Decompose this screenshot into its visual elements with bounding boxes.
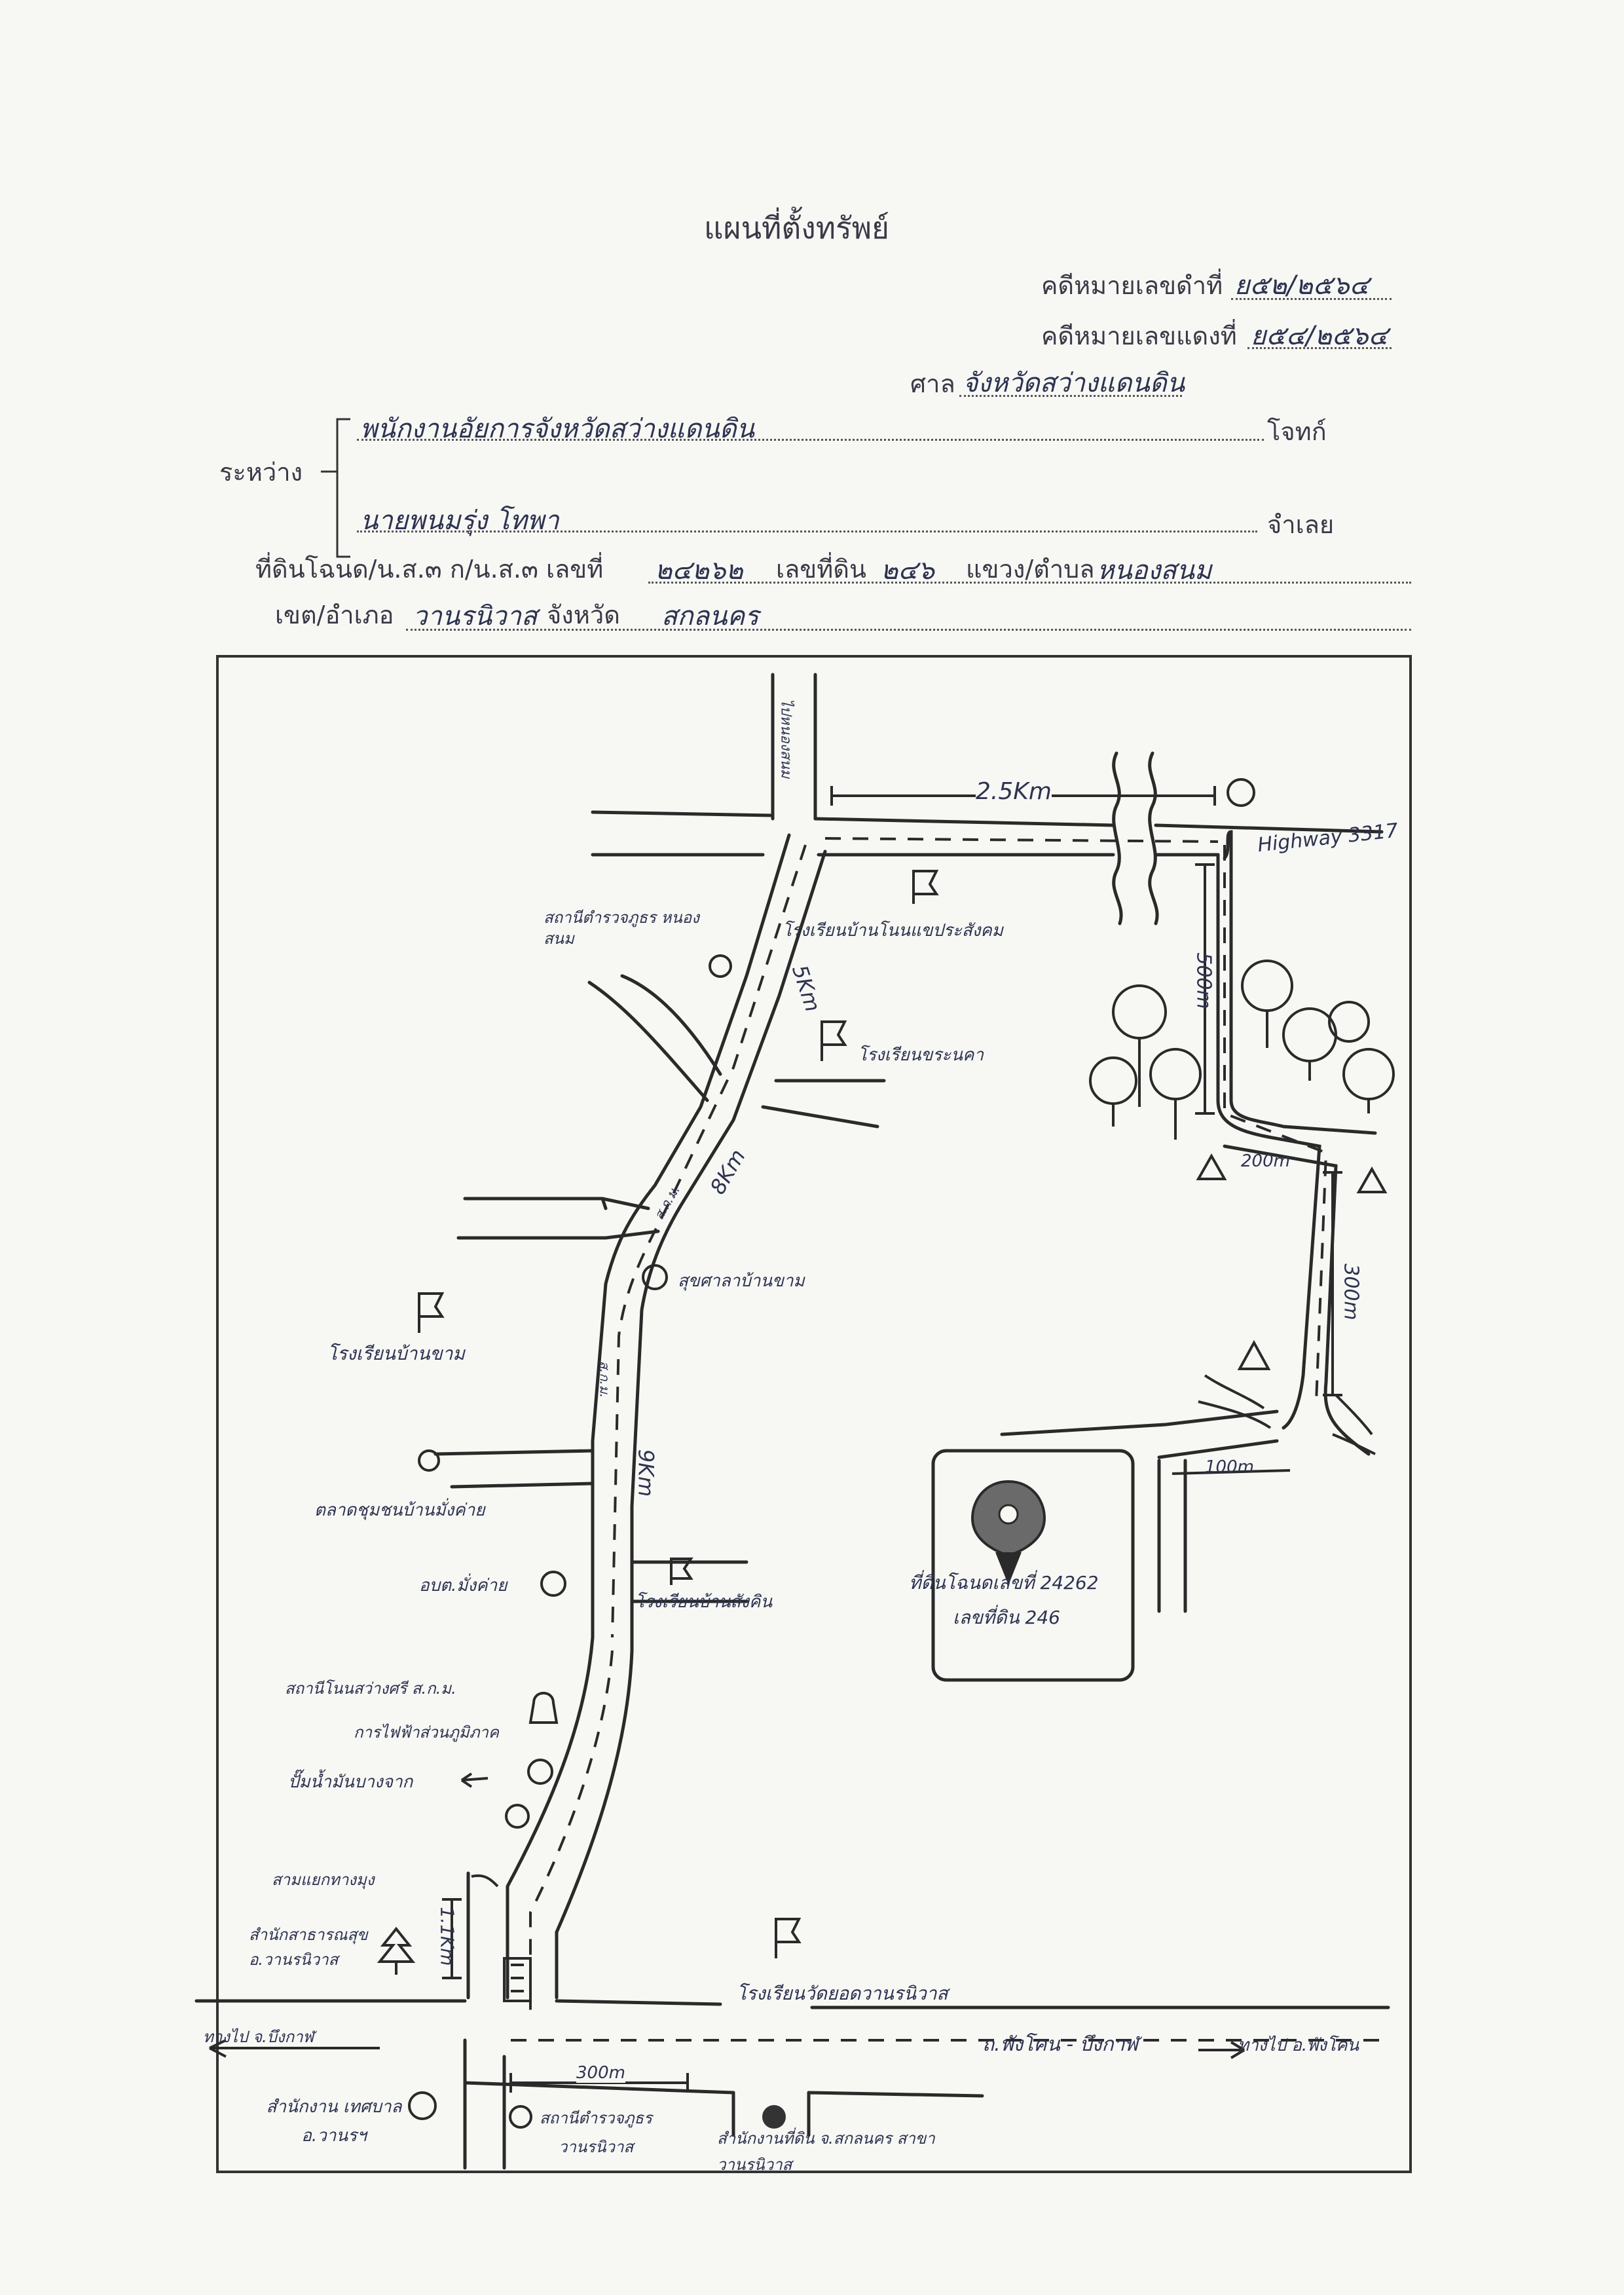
- court-name: จังหวัดสว่างแดนดิน: [963, 368, 1185, 398]
- defendant-dotline: [357, 531, 1257, 532]
- landmark-health: สุขศาลาบ้านขาม: [678, 1271, 805, 1291]
- label-300m-bottom: 300m: [576, 2063, 625, 2083]
- deed-number: ๒๔๒๖๒: [655, 555, 743, 586]
- parcel-label: เลขที่ดิน: [776, 555, 866, 584]
- landmark-school-2: โรงเรียนขระนคา: [858, 1045, 984, 1065]
- province-name: สกลนคร: [661, 601, 759, 631]
- district-label: เขต/อำเภอ: [275, 601, 394, 629]
- landmark-hospital: สำนักสาธารณสุข อ.วานรนิวาส: [249, 1926, 368, 1969]
- red-case-number: ย๕๔/๒๕๖๔: [1251, 321, 1388, 351]
- black-case-number: ย๕๒/๒๕๖๔: [1234, 271, 1369, 301]
- land-line2-dotline: [406, 629, 1411, 631]
- property-label-1: ที่ดินโฉนดเลขที่ 24262: [909, 1572, 1099, 1594]
- defendant-role: จำเลย: [1267, 510, 1335, 539]
- subdistrict-label: แขวง/ตำบล: [966, 555, 1095, 584]
- plaintiff-name: พนักงานอัยการจังหวัดสว่างแดนดิน: [360, 414, 754, 444]
- landmark-power: การไฟฟ้าส่วนภูมิภาค: [354, 1723, 499, 1742]
- district-name: วานรนิวาส: [413, 601, 538, 631]
- landmark-market: ตลาดชุมชนบ้านมั่งค่าย: [314, 1501, 485, 1520]
- black-case-label: คดีหมายเลขดำที่: [1041, 271, 1223, 300]
- landmark-sao: อบต.มั่งค่าย: [419, 1576, 507, 1595]
- court-dotline: [959, 395, 1182, 397]
- page-title: แผนที่ตั้งทรัพย์: [704, 210, 890, 246]
- black-case-dotline: [1231, 298, 1392, 300]
- label-300m: 300m: [1339, 1263, 1363, 1320]
- plaintiff-dotline: [357, 439, 1264, 441]
- landmark-school-1: โรงเรียนบ้านโนนแขประสังคม: [783, 921, 1003, 941]
- red-case-label: คดีหมายเลขแดงที่: [1041, 322, 1237, 350]
- defendant-name: นายพนมรุ่ง โทพา: [360, 506, 559, 536]
- label-200m: 200m: [1241, 1151, 1290, 1171]
- between-label: ระหว่าง: [219, 458, 303, 487]
- landmark-police-north: สถานีตำรวจภูธร หนองสนม: [544, 908, 699, 948]
- court-label: ศาล: [910, 369, 955, 398]
- landmark-land-office: สำนักงานที่ดิน จ.สกลนคร สาขาวานรนิวาส: [717, 2129, 935, 2174]
- label-sign-2: ส.ก.ม.: [597, 1360, 613, 1398]
- label-9km: 9Km: [633, 1449, 659, 1497]
- landmark-municipal: สำนักงาน เทศบาล อ.วานรฯ: [266, 2097, 402, 2146]
- label-road-name: ถ.พังโคน - บึงกาฬ: [982, 2033, 1138, 2056]
- label-2-5km: 2.5Km: [976, 778, 1052, 805]
- deed-label: ที่ดินโฉนด/น.ส.๓ ก/น.ส.๓ เลขที่: [255, 555, 604, 584]
- label-100m: 100m: [1205, 1457, 1254, 1477]
- landmark-police-bottom: สถานีตำรวจภูธร วานรนิวาส: [540, 2109, 652, 2156]
- map-frame: [216, 655, 1412, 2173]
- label-500m: 500m: [1192, 952, 1215, 1009]
- red-case-dotline: [1247, 347, 1392, 349]
- landmark-school-5: โรงเรียนวัดยอดวานรนิวาส: [737, 1983, 948, 2004]
- label-to-left: ทางไป จ.บึงกาฬ: [203, 2028, 314, 2046]
- property-label-2: เลขที่ดิน 246: [953, 1607, 1060, 1628]
- landmark-school-4: โรงเรียนบ้านสังคิน: [635, 1592, 773, 1612]
- land-line1-dotline: [648, 582, 1411, 584]
- parcel-number: ๒๔๖: [881, 555, 935, 586]
- landmark-school-3: โรงเรียนบ้านขาม: [327, 1343, 465, 1364]
- landmark-temple-2: สถานีโนนสว่างศรี ส.ก.ม.: [285, 1679, 456, 1698]
- landmark-gas: ปั๊มน้ำมันบางจาก: [288, 1772, 413, 1792]
- label-road-north: ไปหนองสนม: [777, 698, 794, 779]
- plaintiff-role: โจทก์: [1267, 417, 1327, 446]
- subdistrict-name: หนองสนม: [1097, 555, 1212, 586]
- province-label: จังหวัด: [547, 601, 620, 629]
- label-1-1km: 1.1Km: [436, 1907, 458, 1966]
- landmark-junction: สามแยกทางมุง: [272, 1871, 375, 1889]
- label-to-right: ทางไป อ.พังโคน: [1238, 2036, 1359, 2055]
